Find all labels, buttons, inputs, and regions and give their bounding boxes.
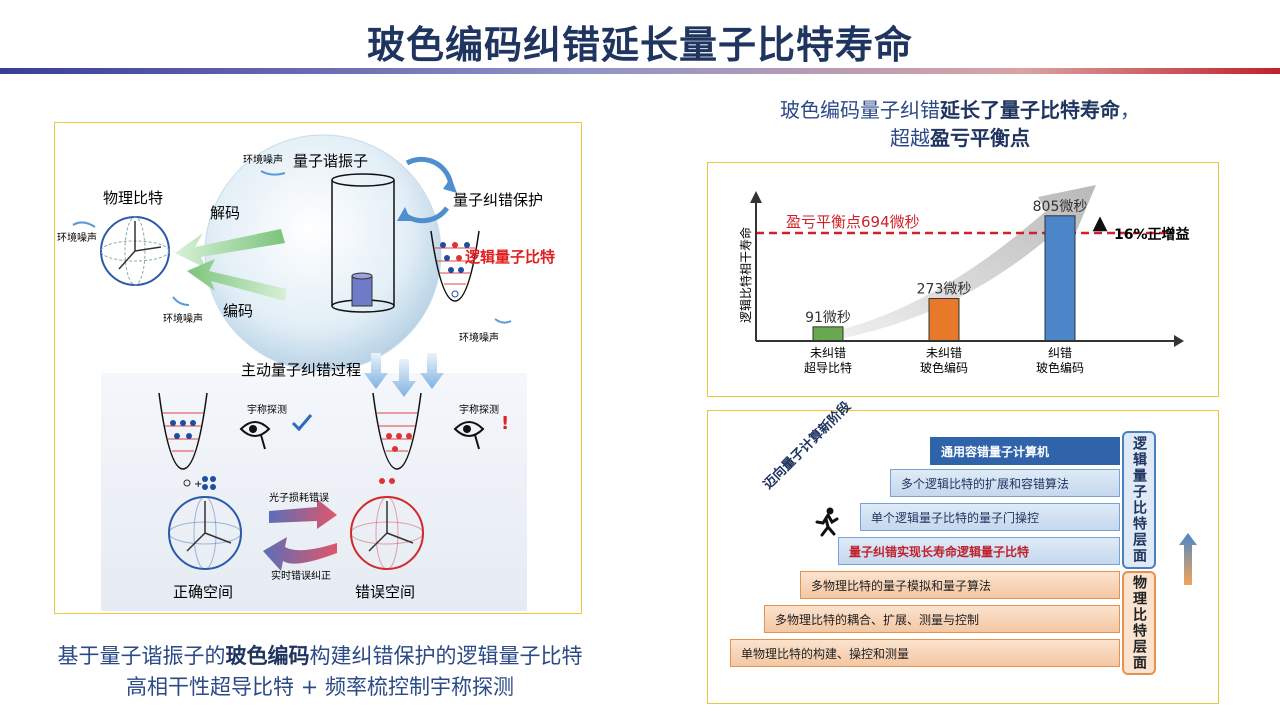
encode-label: 编码: [223, 302, 253, 320]
correct-space-sphere: +: [168, 476, 242, 570]
roadmap-panel: 通用容错量子计算机多个逻辑比特的扩展和容错算法单个逻辑量子比特的量子门操控量子纠…: [707, 399, 1219, 704]
category-label: 未纠错: [926, 346, 962, 360]
lifetime-bar-chart: 盈亏平衡点694微秒91微秒未纠错超导比特273微秒未纠错玻色编码805微秒纠错…: [738, 185, 1190, 375]
physical-qubit-label: 物理比特: [103, 189, 163, 207]
realtime-correct-arrow-icon: [263, 537, 337, 571]
runner-icon: [815, 507, 839, 537]
decode-label: 解码: [210, 204, 240, 222]
bar-value-label: 273微秒: [917, 282, 972, 298]
noise-label: 环境噪声: [243, 153, 283, 166]
physical-level: 多物理比特的量子模拟和量子算法: [800, 571, 1120, 599]
y-axis-arrow-icon: [750, 191, 762, 203]
decode-arrow-icon: [175, 229, 285, 269]
eye-icon: [239, 421, 271, 450]
category-label: 玻色编码: [920, 360, 968, 375]
category-label: 纠错: [1048, 346, 1072, 360]
active-qec-label: 主动量子纠错过程: [241, 361, 361, 379]
error-space-label: 错误空间: [355, 583, 415, 601]
cavity-icon: [331, 173, 395, 313]
oscillator-bubble: [204, 134, 442, 372]
caption-line-1: 基于量子谐振子的玻色编码构建纠错保护的逻辑量子比特: [57, 644, 583, 668]
logical-layer-label: 逻辑量子比特层面: [1122, 431, 1156, 569]
down-arrows-icon: [364, 353, 444, 397]
oscillator-label: 量子谐振子: [293, 152, 368, 170]
category-label: 超导比特: [804, 360, 852, 375]
logical-level: 单个逻辑量子比特的量子门操控: [860, 503, 1120, 531]
y-axis-label: 逻辑比特相干寿命: [738, 227, 753, 323]
logical-qubit-label: 逻辑量子比特: [465, 248, 555, 266]
gain-arrow-icon: [1092, 216, 1108, 232]
photon-loss-label: 光子损耗错误: [269, 491, 329, 504]
bar: [1044, 215, 1076, 342]
svg-text:+: +: [194, 479, 202, 490]
bar: [928, 298, 960, 342]
bosonic-code-diagram: 量子谐振子 量子纠错保护 逻辑量子比特 物理比特 解码 编码 环境噪声: [54, 122, 582, 614]
bar-value-label: 805微秒: [1033, 199, 1088, 215]
x-axis-arrow-icon: [1174, 335, 1184, 347]
error-space-sphere: [350, 478, 424, 570]
logical-level: 通用容错量子计算机: [930, 437, 1120, 465]
caption-line-2: 高相干性超导比特 + 频率梳控制宇称探测: [126, 675, 514, 699]
correct-well-icon: [158, 392, 208, 470]
gain-label: 16%正增益: [1114, 226, 1190, 243]
logical-level: 量子纠错实现长寿命逻辑量子比特: [838, 537, 1120, 565]
physical-level: 单物理比特的构建、操控和测量: [730, 639, 1120, 667]
physical-level: 多物理比特的耦合、扩展、测量与控制: [764, 605, 1120, 633]
correct-space-label: 正确空间: [173, 583, 233, 601]
bar: [812, 326, 844, 342]
bar-value-label: 91微秒: [805, 310, 851, 326]
title-divider: [0, 68, 1280, 74]
logical-level: 多个逻辑比特的扩展和容错算法: [890, 469, 1120, 497]
error-well-icon: [372, 392, 422, 470]
check-icon: [291, 414, 313, 432]
category-label: 玻色编码: [1036, 360, 1084, 375]
noise-label: 环境噪声: [163, 312, 203, 325]
parity-detect-label: 宇称探测: [247, 403, 287, 416]
page-title: 玻色编码纠错延长量子比特寿命: [366, 23, 913, 67]
photon-loss-arrow-icon: [269, 499, 337, 529]
growth-arrow-icon: [818, 185, 1096, 343]
noise-label: 环境噪声: [57, 231, 97, 244]
encode-arrow-icon: [187, 259, 287, 301]
noise-wave-icons: [72, 170, 512, 324]
category-label: 未纠错: [810, 346, 846, 360]
logical-well-icon: [430, 230, 480, 302]
physical-layer-label: 物理比特层面: [1122, 571, 1156, 675]
parity-detect-label: 宇称探测: [459, 403, 499, 416]
realtime-correct-label: 实时错误纠正: [271, 569, 331, 582]
physical-qubit-sphere: [100, 216, 170, 286]
up-arrow-icon: [1179, 533, 1197, 585]
breakeven-label: 盈亏平衡点694微秒: [786, 213, 920, 231]
diagram-svg: 量子谐振子 量子纠错保护 逻辑量子比特 物理比特 解码 编码 环境噪声: [57, 134, 555, 611]
qec-protect-label: 量子纠错保护: [453, 191, 543, 209]
eye-icon: [453, 421, 485, 450]
stage-label: 迈向量子计算新阶段: [760, 399, 855, 493]
cycle-arrows-icon: [397, 156, 457, 224]
noise-label: 环境噪声: [459, 331, 499, 344]
alert-icon: !: [501, 413, 509, 434]
